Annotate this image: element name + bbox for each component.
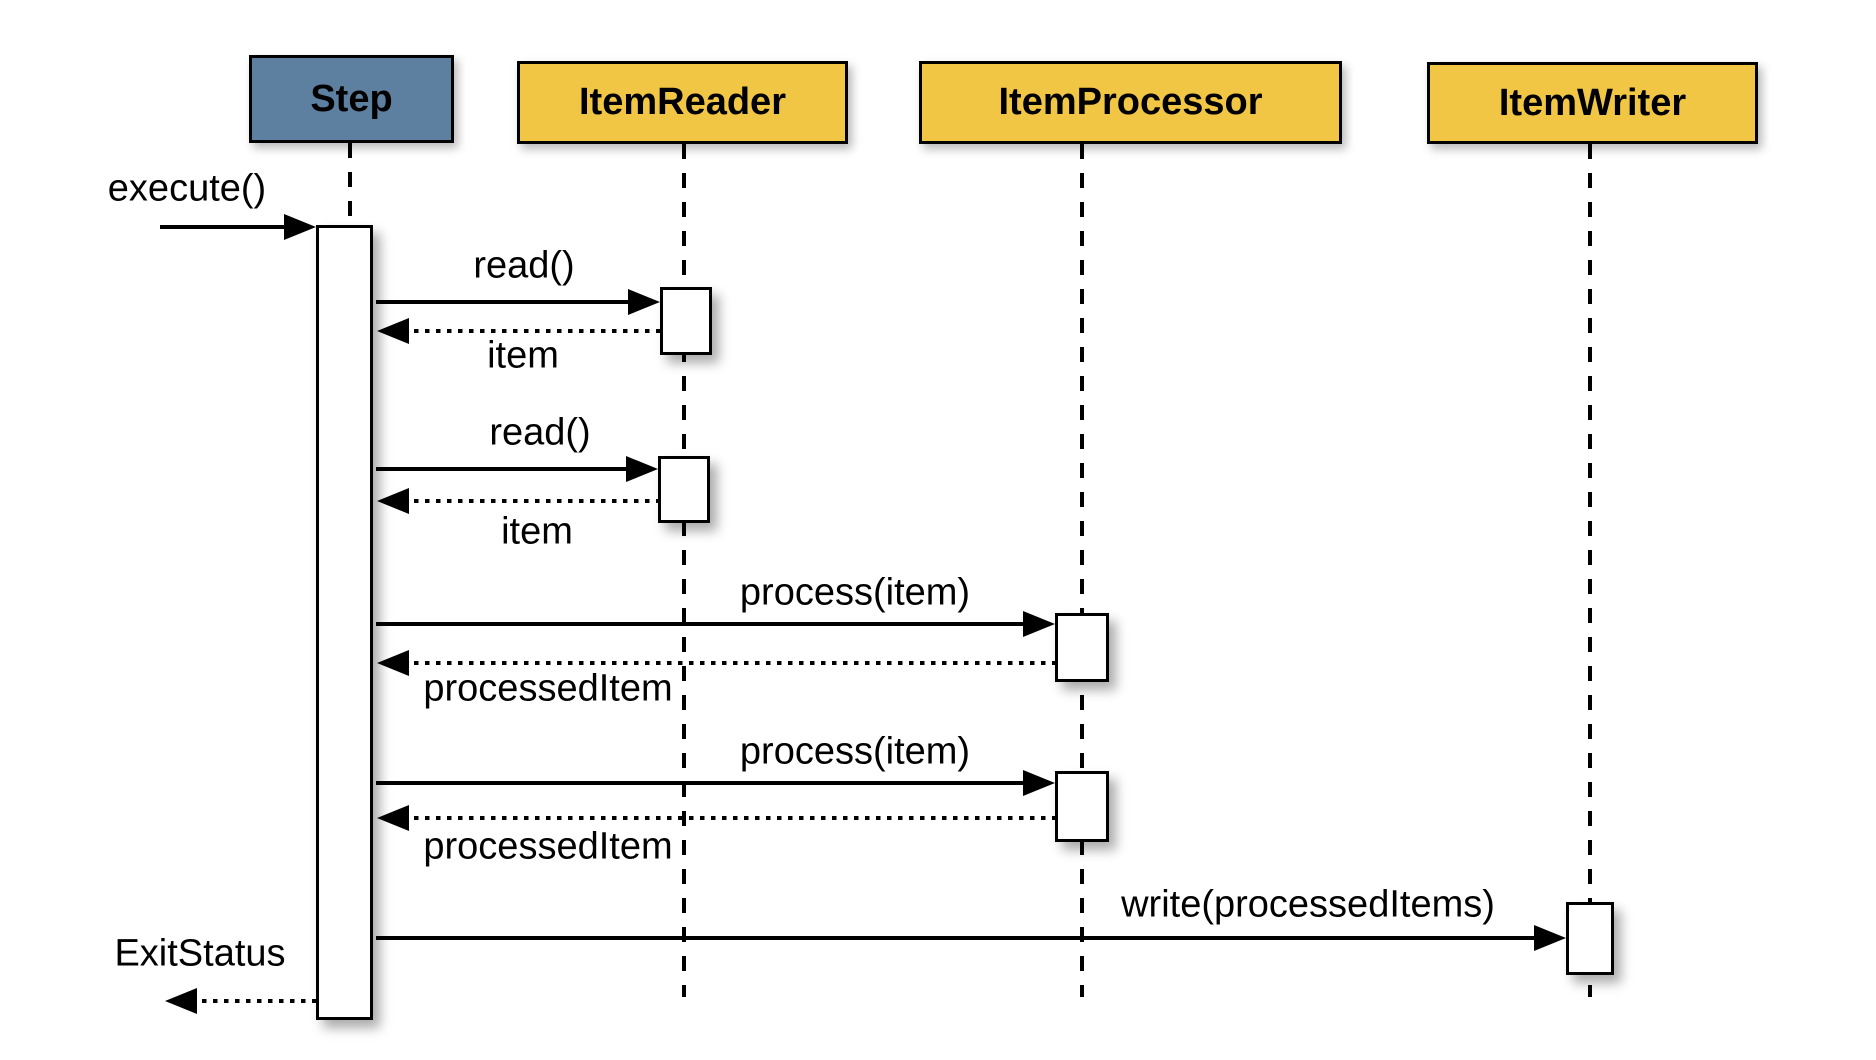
arrowhead-icon — [626, 456, 658, 482]
activation-itemprocessor-1 — [1055, 613, 1109, 682]
participant-step-label: Step — [310, 77, 393, 120]
label-item-1: item — [487, 334, 559, 377]
participant-itemreader: ItemReader — [517, 61, 848, 144]
label-processeditem-1: processedItem — [423, 667, 673, 710]
arrow-shaft — [376, 467, 632, 471]
arrowhead-icon — [1023, 611, 1055, 637]
arrowhead-icon — [165, 988, 197, 1014]
arrow-shaft — [376, 936, 1540, 940]
label-write: write(processedItems) — [1121, 883, 1495, 926]
participant-step: Step — [249, 55, 454, 143]
arrowhead-icon — [628, 289, 660, 315]
activation-step — [316, 225, 373, 1020]
activation-itemwriter — [1566, 902, 1614, 975]
arrowhead-icon — [284, 214, 316, 240]
arrow-shaft — [160, 225, 290, 229]
arrowhead-icon — [377, 488, 409, 514]
label-read-2: read() — [489, 411, 591, 454]
label-execute: execute() — [107, 167, 267, 210]
arrow-shaft — [376, 781, 1029, 785]
arrow-shaft — [403, 329, 660, 333]
participant-itemwriter-label: ItemWriter — [1498, 81, 1687, 124]
label-item-2: item — [501, 510, 573, 553]
label-read-1: read() — [473, 244, 575, 287]
label-processeditem-2: processedItem — [423, 825, 673, 868]
arrow-shaft — [403, 661, 1055, 665]
arrow-shaft — [376, 622, 1029, 626]
label-exitstatus: ExitStatus — [114, 932, 286, 975]
lifeline-itemreader — [682, 144, 686, 997]
arrow-shaft — [403, 499, 658, 503]
lifeline-itemwriter — [1588, 144, 1592, 997]
arrow-shaft — [191, 999, 316, 1003]
arrowhead-icon — [377, 318, 409, 344]
lifeline-step — [348, 143, 352, 225]
label-process-2: process(item) — [739, 730, 971, 773]
participant-itemprocessor: ItemProcessor — [919, 61, 1342, 144]
arrow-shaft — [376, 300, 634, 304]
participant-itemwriter: ItemWriter — [1427, 62, 1758, 144]
arrowhead-icon — [377, 650, 409, 676]
participant-itemprocessor-label: ItemProcessor — [998, 81, 1263, 123]
arrowhead-icon — [377, 805, 409, 831]
arrow-shaft — [403, 816, 1055, 820]
activation-itemreader-1 — [660, 287, 712, 355]
participant-itemreader-label: ItemReader — [579, 81, 786, 123]
arrowhead-icon — [1534, 925, 1566, 951]
activation-itemprocessor-2 — [1055, 771, 1109, 842]
lifeline-itemprocessor — [1080, 144, 1084, 997]
label-process-1: process(item) — [739, 571, 971, 614]
arrowhead-icon — [1023, 770, 1055, 796]
activation-itemreader-2 — [658, 456, 710, 523]
